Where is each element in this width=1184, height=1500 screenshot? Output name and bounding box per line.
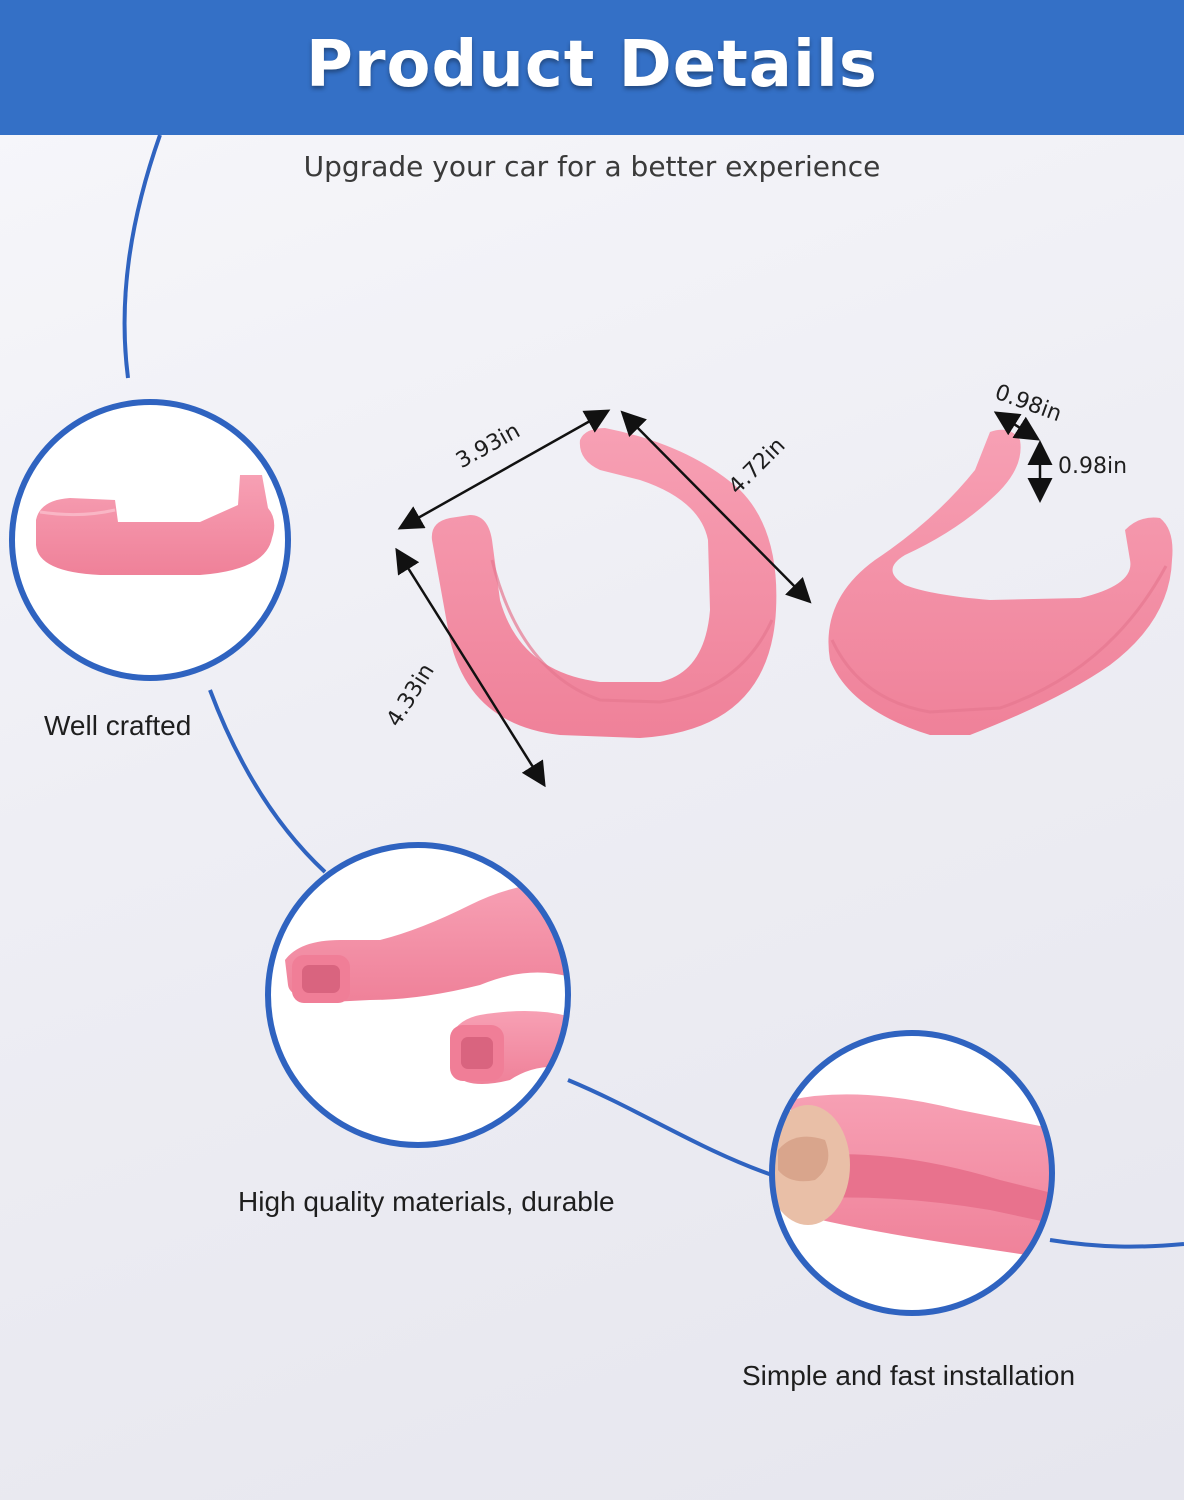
connector-line [208, 689, 327, 874]
connector-line [122, 134, 162, 379]
dimension-arrow-tube-width [993, 411, 1041, 441]
page-subtitle: Upgrade your car for a better experience [303, 150, 881, 183]
detail-circle-crafted [9, 399, 291, 681]
connector-line [1049, 1238, 1184, 1249]
detail-circle-materials [265, 842, 571, 1148]
connector-line [567, 1078, 773, 1177]
product-piece-left [431, 428, 777, 738]
feature-label-installation: Simple and fast installation [742, 1360, 1076, 1391]
detail-circle-installation [769, 1030, 1055, 1316]
product-piece-right [828, 429, 1173, 735]
dimension-arrow-height [395, 547, 546, 788]
feature-label-crafted: Well crafted [44, 710, 192, 741]
dimension-arrow-diagonal [620, 410, 812, 604]
page-title: Product Details [306, 28, 878, 102]
feature-label-materials: High quality materials, durable [238, 1186, 615, 1217]
dimension-label-tube-height: 0.98in [1058, 454, 1128, 479]
dimension-arrow-width [397, 409, 611, 530]
header-banner: Product Details [0, 0, 1184, 135]
